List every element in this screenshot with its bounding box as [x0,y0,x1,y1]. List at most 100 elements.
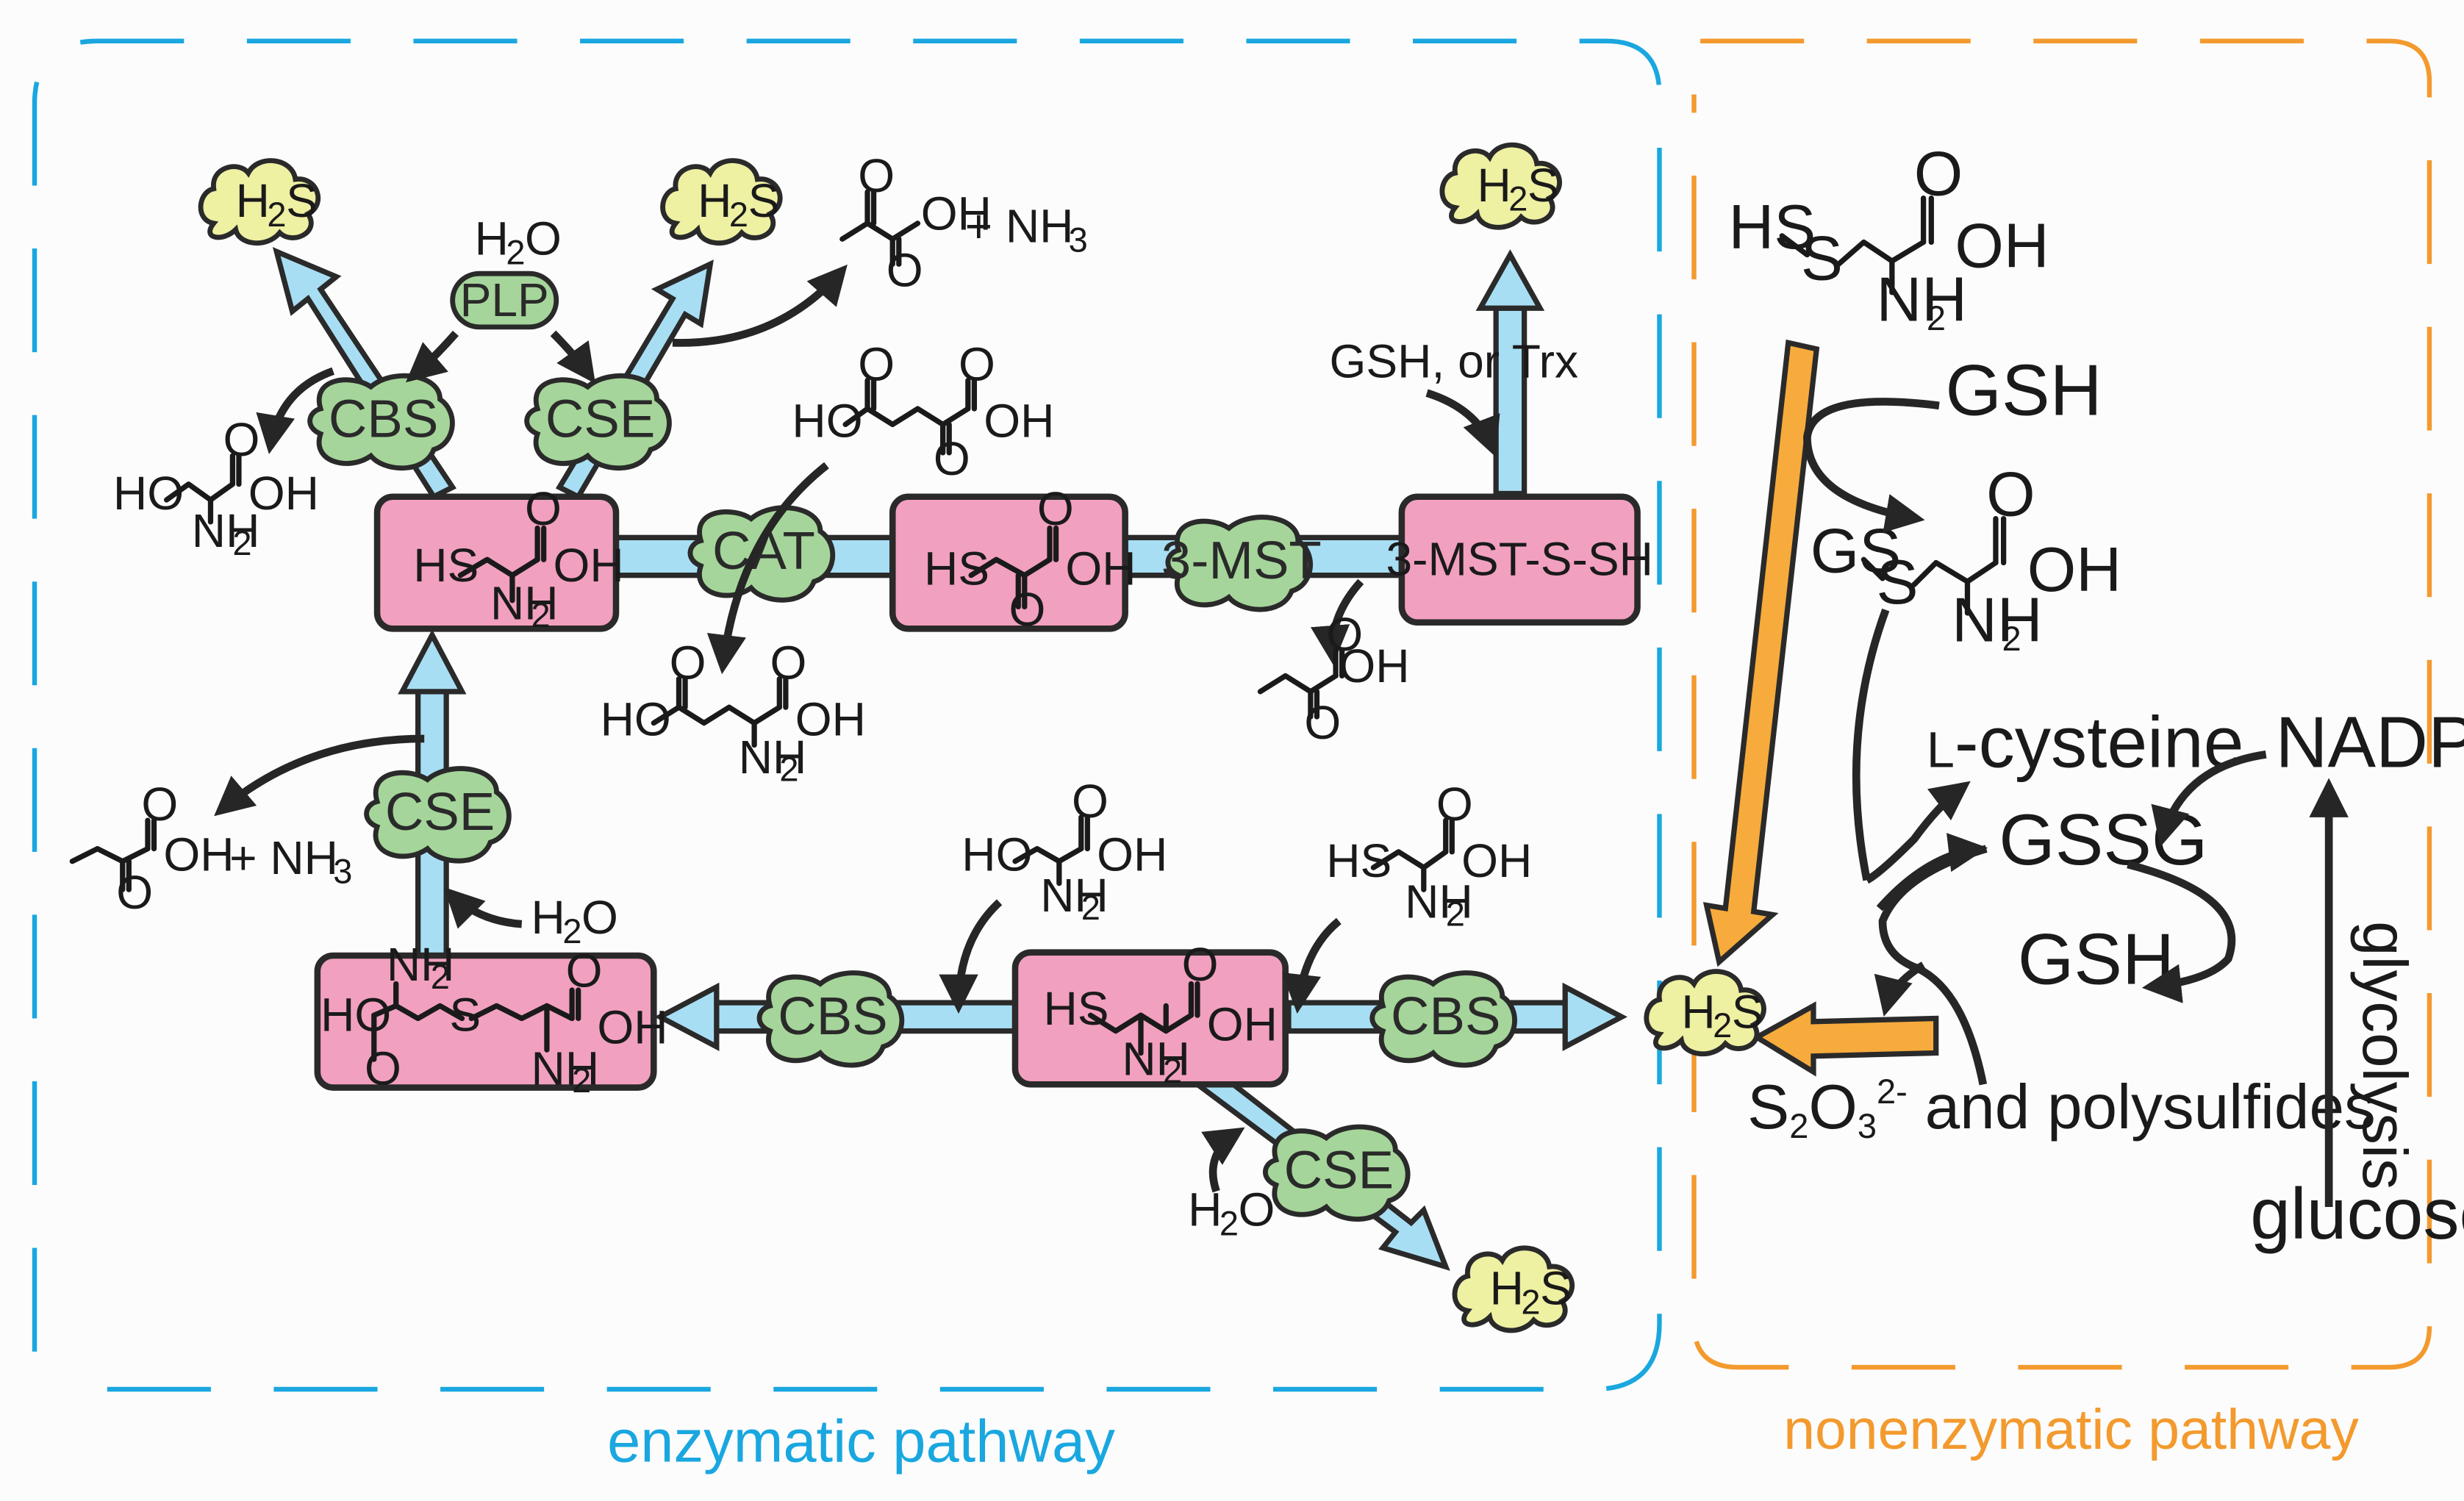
svg-text:OH: OH [597,1001,667,1054]
svg-text:OH: OH [1065,542,1136,595]
svg-text:O: O [141,778,178,831]
homocysteine-box: HS O OH NH 2 [1011,938,1289,1090]
svg-text:H: H [1188,1183,1222,1236]
svg-text:2: 2 [506,232,525,271]
svg-text:OH: OH [921,187,992,240]
nonenzymatic-region-border [1691,38,2432,1370]
svg-text:2: 2 [2002,619,2021,658]
svg-text:OH: OH [1207,997,1278,1050]
cysteine-persulfide: HS S O OH NH 2 [1729,139,2049,337]
svg-text:H: H [1681,985,1715,1038]
svg-text:O: O [116,866,153,919]
svg-text:OH: OH [553,539,623,592]
svg-text:OH: OH [984,395,1054,448]
svg-text:NH: NH [1952,585,2043,655]
l-cysteine-label: L-cysteine [1927,701,2244,782]
svg-text:NH: NH [1405,875,1473,928]
svg-text:O: O [1009,583,1045,636]
thiosulfate-label: S2O32- and polysulfides [1747,1072,2376,1145]
svg-text:S: S [286,174,318,227]
cysteine-box: HS O OH NH 2 [373,482,624,634]
svg-text:2: 2 [531,595,551,634]
svg-text:O: O [566,945,603,997]
enzyme-cbs-top: CBS [310,376,453,468]
enzyme-cbs-bottom-left: CBS [759,973,902,1066]
svg-text:O: O [1239,1183,1275,1236]
svg-text:H: H [475,212,509,265]
svg-text:O: O [887,243,923,296]
svg-text:OH: OH [795,693,866,746]
alpha-ketoglutarate: HO O O O OH [792,338,1054,485]
svg-text:NH: NH [1040,869,1109,922]
cysteine-bottom-right: HS O OH NH 2 [1326,778,1532,933]
enzyme-cat: CAT [690,508,833,601]
svg-text:O: O [365,1042,401,1095]
svg-text:OH: OH [163,828,234,881]
svg-text:O: O [1182,938,1219,991]
svg-text:O: O [1326,608,1363,661]
svg-text:CBS: CBS [1391,986,1500,1046]
svg-text:2: 2 [1081,888,1100,927]
svg-text:2: 2 [1220,1203,1239,1242]
svg-text:CSE: CSE [545,390,655,449]
blue-bars [272,247,1627,1271]
svg-text:O: O [223,413,260,466]
svg-text:S2O32- and polysulfides: S2O32- and polysulfides [1747,1072,2376,1145]
svg-text:O: O [1986,459,2035,529]
svg-text:+ NH: + NH [229,831,338,884]
svg-text:2: 2 [729,195,748,234]
svg-text:3: 3 [1069,220,1088,259]
nadph-label: NADPH [2275,701,2464,782]
svg-text:OH: OH [1461,834,1532,887]
enzyme-cbs-bottom-right: CBS [1372,973,1515,1066]
svg-text:O: O [770,637,806,689]
svg-text:O: O [858,338,895,391]
svg-text:2: 2 [1508,179,1528,218]
svg-text:2: 2 [1713,1006,1732,1045]
pyruvate-right: O O OH [1257,608,1410,749]
h2o-label-bottom: H 2 O [1188,1183,1275,1243]
svg-text:O: O [934,432,970,485]
svg-text:3-MST-S-SH: 3-MST-S-SH [1386,533,1653,586]
h2s-cloud-top-right: H 2 S [1442,145,1560,227]
mst-persulfide-box: 3-MST-S-SH [1386,493,1653,626]
svg-text:O: O [1072,775,1109,828]
svg-text:O: O [1304,696,1341,749]
svg-text:S: S [1876,548,1918,617]
svg-text:2: 2 [1521,1282,1540,1321]
svg-text:CSE: CSE [1284,1140,1394,1200]
glycolysis-label: glycolysis [2349,921,2419,1190]
svg-text:2: 2 [431,957,450,996]
svg-text:3-MST: 3-MST [1161,531,1322,590]
svg-text:O: O [525,212,562,265]
svg-text:H: H [531,891,565,944]
svg-text:OH: OH [2027,535,2121,605]
glutathione-persulfide: GS S O OH NH 2 [1811,459,2121,658]
svg-text:GSH, or Trx: GSH, or Trx [1330,334,1578,387]
svg-text:2: 2 [232,523,251,562]
h2o-label-left: H 2 O [531,891,618,950]
enzyme-3-mst: 3-MST [1161,517,1322,610]
svg-text:NH: NH [531,1042,600,1095]
svg-text:HO: HO [961,828,1032,881]
svg-text:O: O [1436,778,1473,831]
h2s-cloud-junction: H 2 S [1647,972,1764,1054]
svg-text:NH: NH [192,504,260,557]
svg-text:OH: OH [1955,212,2049,282]
pyruvate-top: O O OH + NH 3 [839,149,1088,296]
svg-text:S: S [1540,1262,1572,1315]
svg-text:NH: NH [490,576,559,629]
h2o-label-top: H 2 O [475,212,562,272]
svg-text:CSE: CSE [385,782,495,842]
enzyme-cse-bottom: CSE [1265,1127,1408,1219]
svg-text:glycolysis: glycolysis [2349,921,2419,1190]
svg-text:S: S [1732,985,1763,1038]
svg-text:O: O [581,891,618,944]
svg-text:L-cysteine: L-cysteine [1927,701,2244,782]
gsh-or-trx-label: GSH, or Trx [1330,334,1578,387]
svg-text:H: H [1490,1262,1524,1315]
svg-text:2: 2 [1927,298,1946,337]
reaction-arrows [214,264,1500,1193]
svg-text:S: S [1801,224,1843,294]
